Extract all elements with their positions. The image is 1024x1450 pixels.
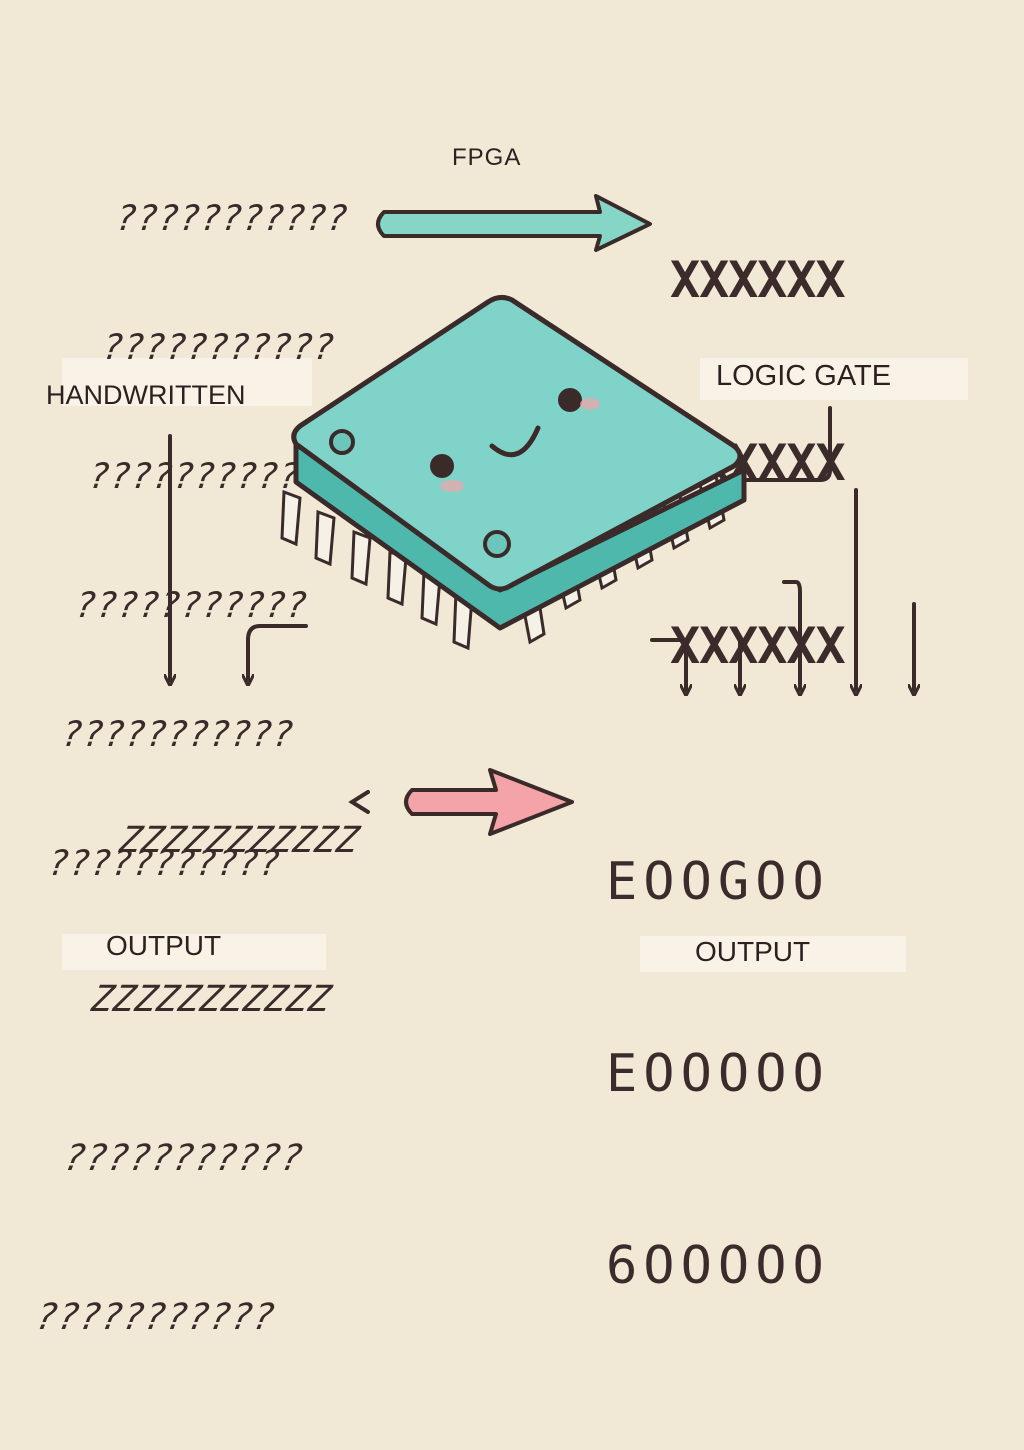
- fpga-label: FPGA: [452, 144, 522, 171]
- logic-gate-x-grid: XXXXXX XXXXXX XXXXXX: [670, 128, 846, 799]
- connector-lines: [170, 406, 914, 690]
- logic-gate-connector: [742, 406, 832, 482]
- left-output-row: ???????????: [32, 1297, 278, 1338]
- logic-gate-label: LOGIC GATE: [716, 360, 892, 392]
- logic-row: XXXXXX: [670, 251, 846, 309]
- logic-row: XXXXXX: [670, 617, 846, 675]
- logic-gate-label-bg: [700, 358, 968, 400]
- chip-eye-left: [430, 454, 454, 478]
- down-arrow-icon: [248, 624, 308, 680]
- output-right-label-bg: [640, 936, 906, 972]
- output-left-label: OUTPUT: [106, 930, 222, 961]
- fpga-diagram: ??????????? ??????????? ??????????? ????…: [0, 128, 1024, 1338]
- teal-arrow-right-icon: [376, 194, 652, 252]
- output-right-label: OUTPUT: [695, 936, 811, 967]
- down-arrow-icon: [782, 580, 800, 690]
- right-output-row: EOOGOO: [606, 852, 830, 912]
- chip-smile: [489, 425, 541, 458]
- chip-eye-right: [558, 388, 582, 412]
- right-output-row: EOOOOO: [606, 1044, 830, 1104]
- handwritten-label-bg: [62, 358, 312, 406]
- right-output-row: 6OOOOO: [606, 1236, 830, 1296]
- output-left-label-bg: [62, 934, 326, 970]
- down-arrow-icon: [650, 638, 686, 690]
- handwritten-label: HANDWRITTEN: [46, 380, 246, 410]
- pink-arrow-right-icon: [348, 768, 574, 836]
- diagram-graphics: [0, 194, 1024, 836]
- smiling-fpga-chip-icon: [280, 294, 747, 651]
- left-output-row: ???????????: [60, 1138, 307, 1179]
